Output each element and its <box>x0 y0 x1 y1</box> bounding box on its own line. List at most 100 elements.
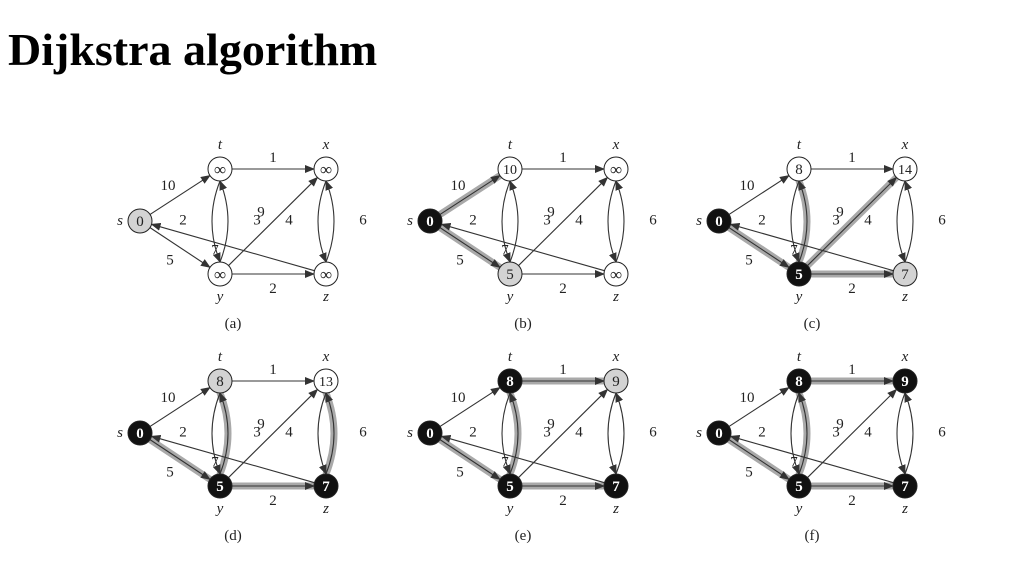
edge-s-y <box>149 439 211 480</box>
node-s <box>127 420 153 446</box>
node-value-x: ∞ <box>610 160 622 179</box>
edge-t-y <box>501 180 511 263</box>
edge-weight-t-x: 1 <box>269 150 277 166</box>
edge-s-t <box>439 174 501 215</box>
edge-weight-y-z: 2 <box>269 493 277 509</box>
edge-weight-y-z: 2 <box>848 493 856 509</box>
panel-caption: (a) <box>225 316 242 332</box>
edge-weight-z-x: 6 <box>649 425 657 441</box>
edge-weight-s-t: 10 <box>740 178 755 194</box>
node-z <box>313 261 339 287</box>
edge-z-s <box>440 222 605 272</box>
edge-weight-y-t: 3 <box>253 425 261 441</box>
edge-z-s <box>150 222 315 272</box>
edge-weight-t-x: 1 <box>559 362 567 378</box>
node-value-s: 0 <box>715 426 723 442</box>
node-value-y: 5 <box>506 267 514 283</box>
edge-weight-t-y: 2 <box>179 213 187 229</box>
edge-t-y <box>501 392 511 475</box>
node-x <box>603 156 629 182</box>
node-value-x: 9 <box>612 374 620 390</box>
edge-x-z <box>896 392 906 475</box>
edge-weight-x-z: 4 <box>575 425 583 441</box>
vertex-name-x: x <box>612 349 620 365</box>
edge-weight-z-s: 7 <box>790 243 798 259</box>
edge-weight-t-x: 1 <box>559 150 567 166</box>
node-z <box>313 473 339 499</box>
edge-weight-z-x: 6 <box>938 425 946 441</box>
vertex-name-x: x <box>612 137 620 153</box>
vertex-name-x: x <box>322 137 330 153</box>
edge-weight-z-s: 7 <box>211 243 219 259</box>
node-value-x: ∞ <box>320 160 332 179</box>
node-value-s: 0 <box>426 214 434 230</box>
panel-caption: (d) <box>224 528 242 544</box>
edge-weight-z-s: 7 <box>501 455 509 471</box>
edge-z-x <box>615 392 625 475</box>
node-y <box>497 473 523 499</box>
edge-weight-s-y: 5 <box>166 253 174 269</box>
edge-weight-z-x: 6 <box>938 213 946 229</box>
edge-t-y <box>790 392 800 475</box>
node-value-s: 0 <box>136 426 144 442</box>
edge-weight-y-x: 9 <box>547 417 555 433</box>
node-value-z: ∞ <box>610 265 622 284</box>
edge-z-x <box>615 180 625 263</box>
node-value-s: 0 <box>136 214 144 230</box>
node-t <box>497 368 523 394</box>
node-value-s: 0 <box>715 214 723 230</box>
vertex-name-t: t <box>797 137 802 153</box>
edge-z-x <box>325 180 335 263</box>
vertex-name-t: t <box>508 349 513 365</box>
vertex-name-t: t <box>508 137 513 153</box>
node-value-z: 7 <box>901 267 909 283</box>
node-value-y: 5 <box>216 479 224 495</box>
edge-s-t <box>149 386 211 427</box>
edge-y-t <box>219 180 229 263</box>
node-x <box>313 156 339 182</box>
edge-y-x <box>228 388 319 478</box>
edge-z-s <box>150 434 315 484</box>
node-t <box>786 368 812 394</box>
edge-weight-t-y: 2 <box>758 213 766 229</box>
edge-y-t <box>509 392 519 475</box>
node-value-x: 9 <box>901 374 909 390</box>
vertex-name-t: t <box>218 349 223 365</box>
edge-weight-s-y: 5 <box>456 465 464 481</box>
edge-weight-z-x: 6 <box>649 213 657 229</box>
vertex-name-z: z <box>322 501 329 517</box>
vertex-name-x: x <box>322 349 330 365</box>
edge-weight-z-x: 6 <box>359 425 367 441</box>
node-value-y: ∞ <box>214 265 226 284</box>
edge-weight-y-z: 2 <box>559 281 567 297</box>
node-value-s: 0 <box>426 426 434 442</box>
edge-y-t <box>219 392 229 475</box>
vertex-name-z: z <box>901 289 908 305</box>
node-y <box>207 473 233 499</box>
edge-z-s <box>440 434 605 484</box>
edge-y-t <box>798 180 808 263</box>
edge-weight-t-x: 1 <box>269 362 277 378</box>
edge-s-y <box>439 439 501 480</box>
vertex-name-y: y <box>794 501 803 517</box>
edge-y-x <box>518 388 609 478</box>
vertex-name-s: s <box>696 213 702 229</box>
edge-s-t <box>439 386 501 427</box>
edge-t-y <box>790 180 800 263</box>
node-x <box>892 368 918 394</box>
node-t <box>207 156 233 182</box>
edge-weight-t-y: 2 <box>758 425 766 441</box>
edge-weight-x-z: 4 <box>285 213 293 229</box>
vertex-name-z: z <box>612 289 619 305</box>
edge-x-z <box>317 180 327 263</box>
edge-weight-y-x: 9 <box>257 417 265 433</box>
node-x <box>892 156 918 182</box>
node-y <box>786 473 812 499</box>
edge-weight-y-z: 2 <box>559 493 567 509</box>
node-t <box>207 368 233 394</box>
node-z <box>603 261 629 287</box>
edge-s-y <box>439 227 501 268</box>
node-value-t: 8 <box>795 374 803 390</box>
